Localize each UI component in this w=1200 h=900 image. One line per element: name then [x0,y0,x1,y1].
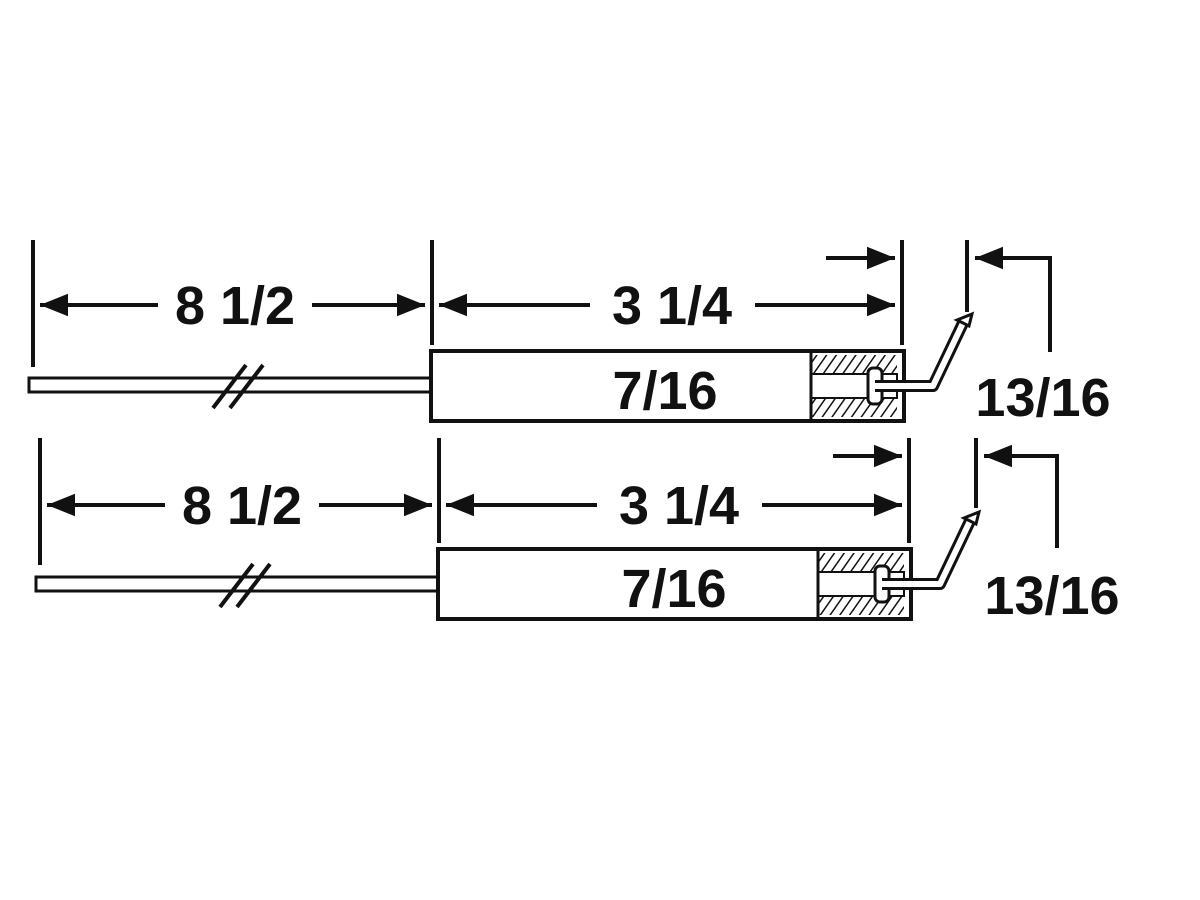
electrode-tip [875,321,966,389]
electrode-1: 8 1/2 3 1/4 13/16 7/16 [27,240,1111,428]
tip-offset-label: 13/16 [975,368,1110,428]
insulator-diameter-label: 7/16 [612,361,717,421]
electrode-tip-point [953,311,975,329]
electrode-tip-point [960,509,982,527]
rod-length-label: 8 1/2 [175,276,295,336]
electrode-2: 8 1/2 3 1/4 13/16 7/16 [34,438,1120,626]
tip-offset-arrow-right [984,444,1059,548]
tip-offset-arrow-right [975,246,1052,352]
break-mark [218,562,255,609]
insulator-length-label: 3 1/4 [612,276,732,336]
insulator-diameter-label: 7/16 [621,559,726,619]
break-mark [228,363,265,410]
rod-length-label: 8 1/2 [182,476,302,536]
break-mark [235,562,272,609]
electrode-tip [882,519,973,587]
break-mark [211,363,248,410]
insulator-length-label: 3 1/4 [619,476,739,536]
tip-offset-label: 13/16 [984,566,1119,626]
